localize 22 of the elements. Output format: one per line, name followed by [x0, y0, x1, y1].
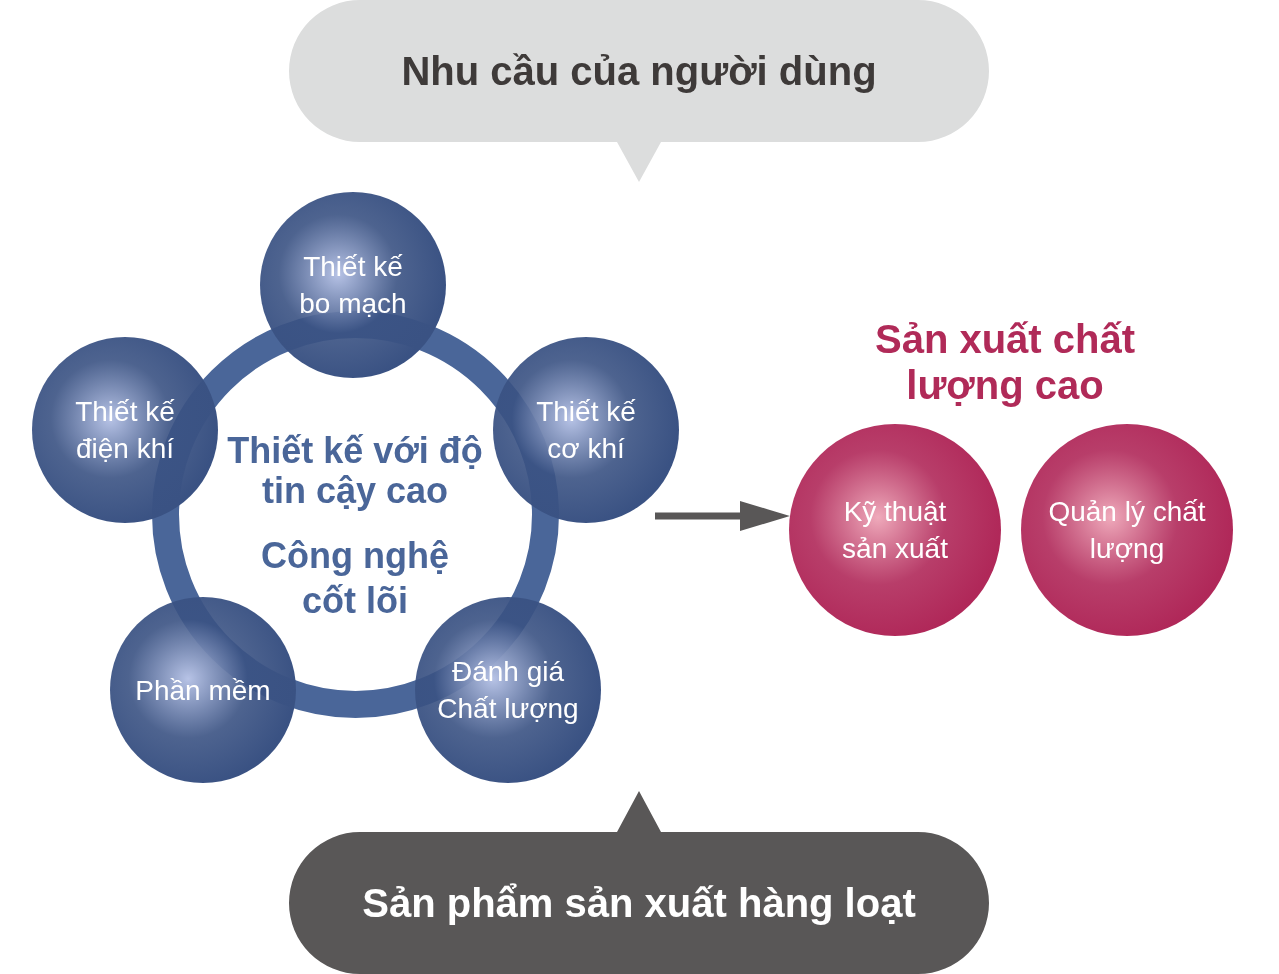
circle-node [110, 597, 296, 783]
bubble-label: Nhu cầu của người dùng [401, 48, 877, 94]
speech-bubble [289, 791, 989, 974]
center-subtitle: Công nghệ cốt lõi [260, 534, 450, 623]
circle-node [260, 192, 446, 378]
center-title: Thiết kế với độ tin cậy cao [226, 431, 484, 511]
node-label: Đánh giá Chất lượng [436, 655, 580, 726]
speech-bubble [289, 0, 989, 182]
node-label: Phần mềm [135, 673, 271, 708]
circle-node [789, 424, 1001, 636]
circle-node [493, 337, 679, 523]
circle-node [32, 337, 218, 523]
node-label: Thiết kế bo mạch [298, 250, 408, 321]
circle-node [415, 597, 601, 783]
arrow [655, 501, 790, 531]
circle-node [1021, 424, 1233, 636]
node-label: Kỹ thuật sản xuất [841, 495, 949, 566]
node-label: Quản lý chất lượng [1047, 495, 1207, 566]
node-label: Thiết kế điện khí [74, 395, 176, 466]
section-heading: Sản xuất chất lượng cao [873, 316, 1137, 408]
node-label: Thiết kế cơ khí [535, 395, 637, 466]
bubble-label: Sản phẩm sản xuất hàng loạt [362, 880, 916, 926]
